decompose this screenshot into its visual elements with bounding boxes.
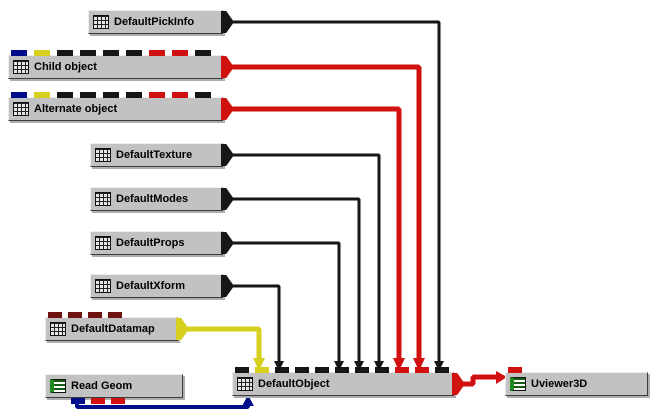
wire-arrow-icon (354, 361, 364, 371)
module-label: DefaultXform (116, 280, 186, 292)
port-blue[interactable] (11, 92, 27, 98)
xform-icon (95, 279, 111, 293)
module-label: Child object (34, 61, 97, 73)
module-child-object[interactable]: Child object (8, 50, 234, 79)
wire-arrow-icon (413, 358, 425, 371)
module-alternate-object[interactable]: Alternate object (8, 92, 234, 121)
port-black[interactable] (275, 367, 289, 373)
module-defaultobject[interactable]: DefaultObject (232, 367, 465, 396)
port-yellow[interactable] (34, 50, 50, 56)
port-black[interactable] (315, 367, 329, 373)
grid-icon (13, 102, 29, 116)
module-label: DefaultProps (116, 237, 185, 249)
wire-arrow-icon (374, 361, 384, 371)
wire-defaultmodes-to-defaultobject[interactable] (223, 197, 361, 366)
module-label: DefaultObject (258, 378, 330, 390)
port-red[interactable] (508, 367, 522, 373)
grid-icon (50, 322, 66, 336)
input-port-strip (508, 367, 522, 373)
input-port-strip (11, 92, 211, 98)
wire-arrow-icon (253, 358, 265, 371)
grid-icon (95, 148, 111, 162)
port-black[interactable] (335, 367, 349, 373)
module-label: DefaultPickInfo (114, 16, 195, 28)
port-black[interactable] (126, 50, 142, 56)
port-maroon[interactable] (68, 312, 82, 318)
module-defaultxform[interactable]: DefaultXform (90, 274, 234, 298)
port-blue[interactable] (71, 398, 85, 404)
module-label: DefaultModes (116, 193, 189, 205)
port-black[interactable] (295, 367, 309, 373)
port-black[interactable] (235, 367, 249, 373)
document-icon (50, 379, 66, 393)
port-black[interactable] (195, 92, 211, 98)
input-port-strip (48, 312, 122, 318)
wire-arrow-icon (496, 371, 507, 384)
port-black[interactable] (80, 92, 96, 98)
port-red[interactable] (172, 50, 188, 56)
wire-defaultxform-to-defaultobject[interactable] (223, 284, 281, 366)
port-blue[interactable] (11, 50, 27, 56)
grid-icon (13, 60, 29, 74)
port-red[interactable] (91, 398, 105, 404)
wire-arrow-icon (242, 395, 254, 406)
wire-arrow-icon (434, 361, 444, 371)
port-black[interactable] (103, 92, 119, 98)
wire-child-object-to-defaultobject[interactable] (223, 64, 422, 363)
module-label: Read Geom (71, 380, 133, 392)
wire-defaultpickinfo-to-defaultobject[interactable] (223, 20, 441, 366)
port-yellow[interactable] (255, 367, 269, 373)
grid-icon (95, 236, 111, 250)
module-label: DefaultTexture (116, 149, 193, 161)
port-red[interactable] (111, 398, 125, 404)
wire-defaulttexture-to-defaultobject[interactable] (223, 153, 381, 366)
grid-icon (237, 377, 253, 391)
port-red[interactable] (172, 92, 188, 98)
module-defaultmodes[interactable]: DefaultModes (90, 187, 234, 211)
port-red[interactable] (395, 367, 409, 373)
port-black[interactable] (57, 92, 73, 98)
module-defaultdatamap[interactable]: DefaultDatamap (45, 312, 189, 341)
port-black[interactable] (103, 50, 119, 56)
module-defaulttexture[interactable]: DefaultTexture (90, 143, 234, 167)
wire-arrow-icon (334, 361, 344, 371)
document-icon (510, 377, 526, 391)
module-read-geom[interactable]: Read Geom (45, 374, 183, 404)
wire-alternate-object-to-defaultobject[interactable] (223, 106, 402, 363)
output-port-strip (71, 398, 125, 404)
port-black[interactable] (195, 50, 211, 56)
input-port-strip (11, 50, 211, 56)
port-black[interactable] (57, 50, 73, 56)
port-red[interactable] (149, 50, 165, 56)
port-maroon[interactable] (88, 312, 102, 318)
module-label: Alternate object (34, 103, 118, 115)
port-black[interactable] (355, 367, 369, 373)
port-black[interactable] (375, 367, 389, 373)
port-yellow[interactable] (34, 92, 50, 98)
module-defaultprops[interactable]: DefaultProps (90, 231, 234, 255)
wire-arrow-icon (274, 361, 284, 371)
wire-defaultprops-to-defaultobject[interactable] (223, 241, 341, 366)
module-uviewer3d[interactable]: Uviewer3D (505, 367, 648, 396)
port-black[interactable] (435, 367, 449, 373)
module-label: DefaultDatamap (71, 323, 155, 335)
wire-arrow-icon (393, 358, 405, 371)
port-red[interactable] (415, 367, 429, 373)
port-maroon[interactable] (108, 312, 122, 318)
wire-defaultdatamap-to-defaultobject[interactable] (178, 326, 262, 363)
input-port-strip (235, 367, 449, 373)
grid-icon (93, 15, 109, 29)
port-red[interactable] (149, 92, 165, 98)
port-black[interactable] (126, 92, 142, 98)
module-defaultpickinfo[interactable]: DefaultPickInfo (88, 10, 234, 34)
port-maroon[interactable] (48, 312, 62, 318)
port-black[interactable] (80, 50, 96, 56)
module-label: Uviewer3D (531, 378, 588, 390)
grid-icon (95, 192, 111, 206)
